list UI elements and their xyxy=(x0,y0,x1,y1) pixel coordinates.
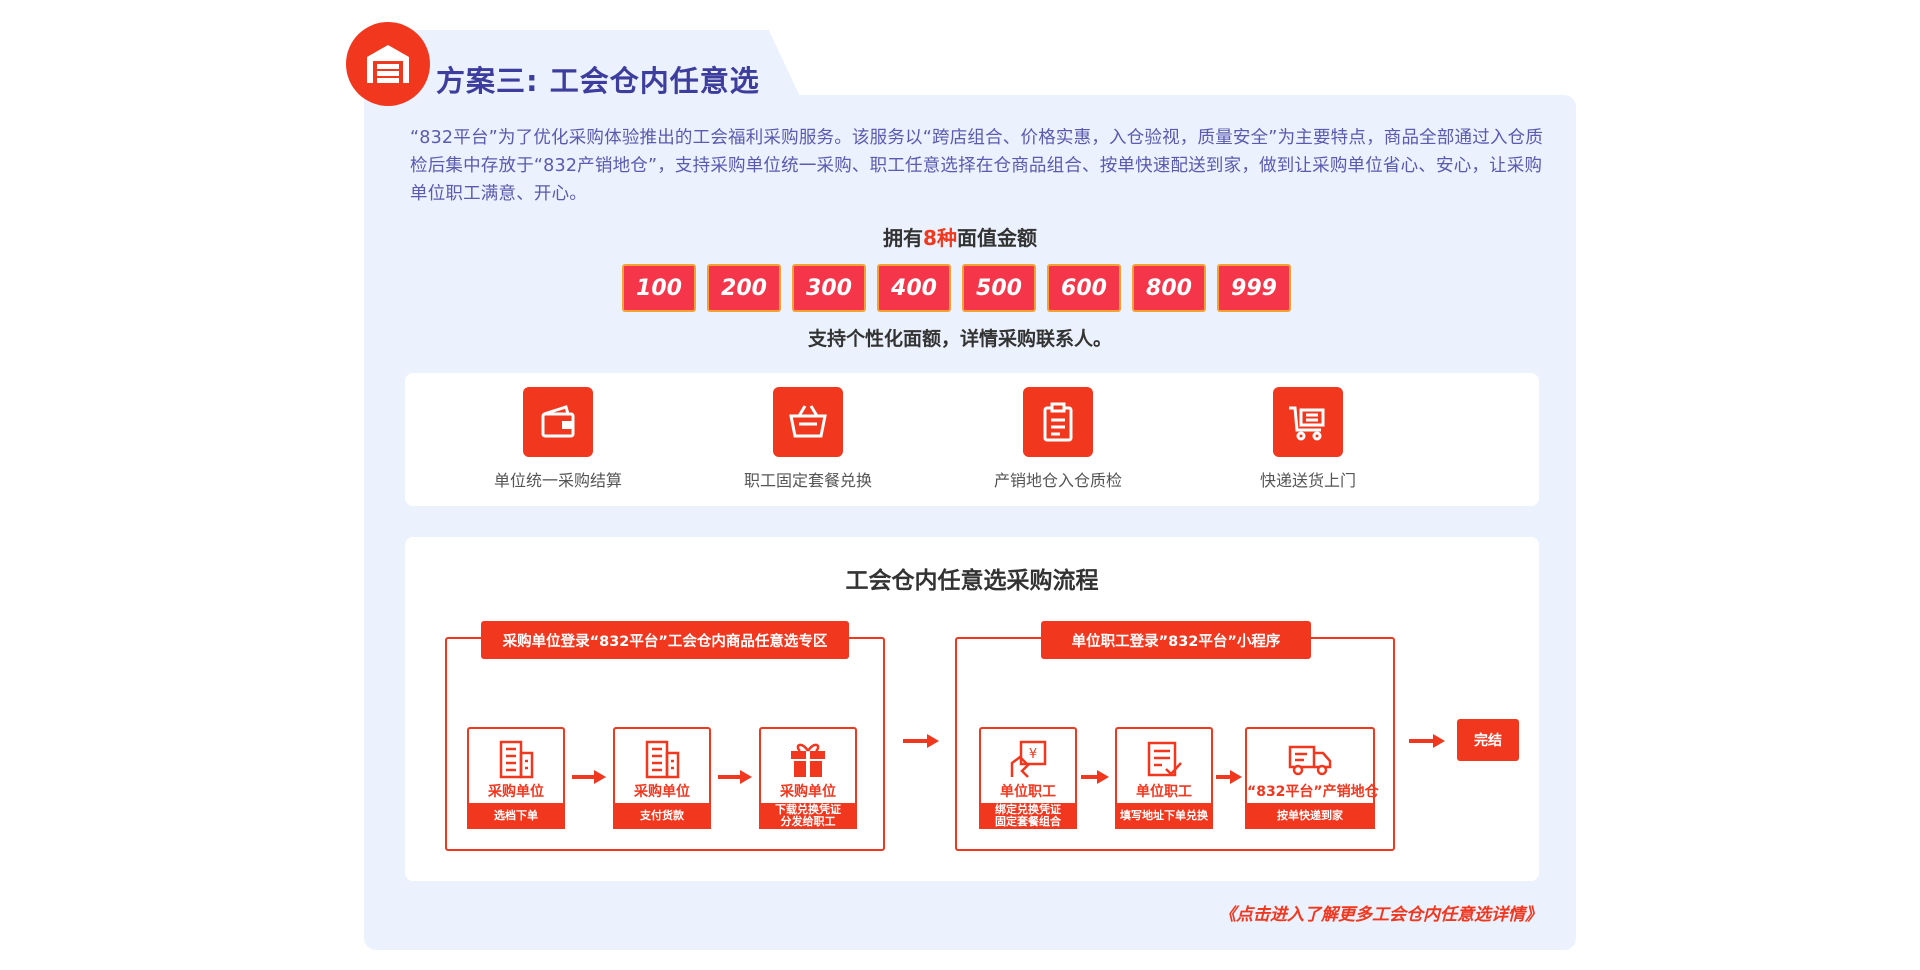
denomination-badge: 200 xyxy=(707,264,781,312)
denomination-badge: 600 xyxy=(1047,264,1121,312)
more-details-link[interactable]: 《点击进入了解更多工会仓内任意选详情》 xyxy=(1219,905,1542,925)
step-action: 支付货款 xyxy=(613,803,711,829)
step-action-line: 选档下单 xyxy=(494,809,538,822)
denomination-badge: 999 xyxy=(1217,264,1291,312)
svg-text:¥: ¥ xyxy=(1029,747,1037,762)
step-action-line: 支付货款 xyxy=(640,809,684,822)
flow-arrow xyxy=(1081,770,1109,784)
step-name: 单位职工 xyxy=(1000,784,1056,800)
done-badge: 完结 xyxy=(1457,719,1519,761)
building-icon xyxy=(469,737,563,781)
denomination-note: 支持个性化面额，详情采购联系人。 xyxy=(807,328,1112,350)
denomination-title: 拥有8种面值金额 xyxy=(0,222,1920,251)
feature-item: 职工固定套餐兑换 xyxy=(728,387,888,491)
building-icon xyxy=(615,737,709,781)
truck-icon xyxy=(1247,737,1373,781)
process-step: 单位职工 填写地址下单兑换 xyxy=(1115,727,1213,829)
step-name: 采购单位 xyxy=(634,784,690,800)
feature-item: 快递送货上门 xyxy=(1228,387,1388,491)
denomination-badge: 800 xyxy=(1132,264,1206,312)
process-card: 工会仓内任意选采购流程 采购单位登录“832平台”工会仓内商品任意选专区 采购单… xyxy=(405,537,1539,881)
flow-arrow xyxy=(718,770,752,784)
group-header: 单位职工登录”832平台”小程序 xyxy=(1041,621,1311,659)
wallet-icon xyxy=(523,387,593,457)
step-name: 单位职工 xyxy=(1136,784,1192,800)
process-step: “832平台”产销地仓 按单快递到家 xyxy=(1245,727,1379,829)
flow-arrow xyxy=(1409,734,1445,748)
cart-icon xyxy=(1273,387,1343,457)
step-name: 采购单位 xyxy=(780,784,836,800)
step-name: 采购单位 xyxy=(488,784,544,800)
feature-label: 产销地仓入仓质检 xyxy=(993,471,1122,490)
step-action-line: 下载兑换凭证 xyxy=(775,803,841,816)
process-group-buyer: 采购单位登录“832平台”工会仓内商品任意选专区 采购单位 选档下单 xyxy=(445,621,885,851)
step-action-line: 按单快递到家 xyxy=(1277,809,1343,822)
flow-arrow xyxy=(1216,770,1242,784)
warehouse-icon xyxy=(346,22,430,106)
flow-arrow xyxy=(903,734,939,748)
clipboard-icon xyxy=(1023,387,1093,457)
process-step: ¥ 单位职工 绑定兑换凭证 固定套餐组合 xyxy=(979,727,1077,829)
intro-text: “832平台”为了优化采购体验推出的工会福利采购服务。该服务以“跨店组合、价格实… xyxy=(410,128,1544,204)
denomination-badge: 100 xyxy=(622,264,696,312)
feature-label: 职工固定套餐兑换 xyxy=(743,471,872,490)
step-action-line: 分发给职工 xyxy=(780,815,836,828)
step-action-line: 固定套餐组合 xyxy=(995,815,1061,828)
denomination-count: 8种 xyxy=(923,226,957,250)
page-title: 方案三: 工会仓内任意选 xyxy=(436,64,760,98)
denomination-badge: 500 xyxy=(962,264,1036,312)
process-group-employee: 单位职工登录”832平台”小程序 ¥ 单位职工 绑定兑换凭证 固定套餐组合 xyxy=(955,621,1395,851)
step-action: 下载兑换凭证 分发给职工 xyxy=(759,803,857,829)
denomination-title-prefix: 拥有 xyxy=(883,226,924,250)
header-tab xyxy=(364,30,804,105)
step-action: 填写地址下单兑换 xyxy=(1115,803,1213,829)
group-header: 采购单位登录“832平台”工会仓内商品任意选专区 xyxy=(481,621,849,659)
step-name: “832平台”产销地仓 xyxy=(1247,784,1379,800)
process-step: 采购单位 下载兑换凭证 分发给职工 xyxy=(759,727,857,829)
feature-label: 单位统一采购结算 xyxy=(493,471,622,490)
step-action: 选档下单 xyxy=(467,803,565,829)
feature-item: 单位统一采购结算 xyxy=(478,387,638,491)
denomination-list: 100 200 300 400 500 600 800 999 xyxy=(622,264,1291,312)
step-action: 绑定兑换凭证 固定套餐组合 xyxy=(979,803,1077,829)
feature-card: 单位统一采购结算 职工固定套餐兑换 产销地仓入仓质检 xyxy=(405,373,1539,506)
denomination-badge: 400 xyxy=(877,264,951,312)
gift-icon xyxy=(761,737,855,781)
basket-icon xyxy=(773,387,843,457)
process-title: 工会仓内任意选采购流程 xyxy=(845,568,1099,594)
flow-arrow xyxy=(572,770,606,784)
voucher-icon: ¥ xyxy=(981,737,1075,781)
process-step: 采购单位 支付货款 xyxy=(613,727,711,829)
feature-label: 快递送货上门 xyxy=(1259,471,1356,490)
step-action-line: 绑定兑换凭证 xyxy=(995,803,1061,816)
feature-item: 产销地仓入仓质检 xyxy=(978,387,1138,491)
form-icon xyxy=(1117,737,1211,781)
step-action: 按单快递到家 xyxy=(1245,803,1375,829)
denomination-badge: 300 xyxy=(792,264,866,312)
process-step: 采购单位 选档下单 xyxy=(467,727,565,829)
step-action-line: 填写地址下单兑换 xyxy=(1120,809,1208,822)
denomination-title-suffix: 面值金额 xyxy=(956,226,1037,250)
